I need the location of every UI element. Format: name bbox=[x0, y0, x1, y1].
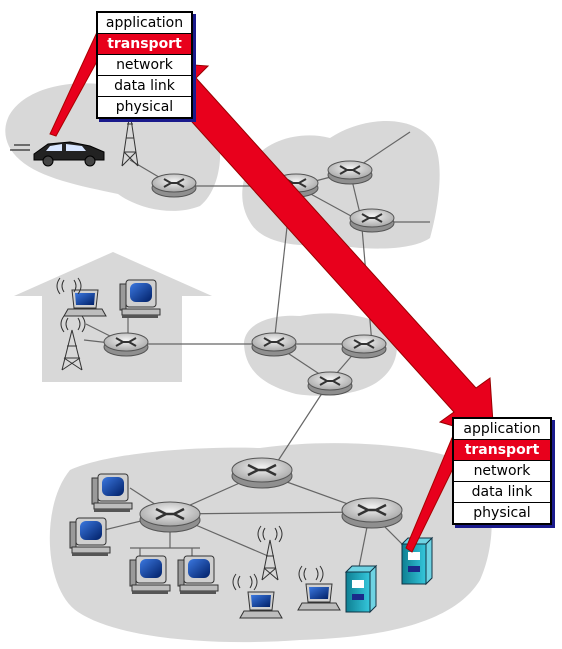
router-icon bbox=[151, 173, 197, 198]
router-icon bbox=[307, 371, 353, 396]
cell-tower-icon bbox=[257, 525, 283, 581]
protocol-stack-right: application transport network data link … bbox=[452, 417, 552, 525]
router-icon bbox=[349, 208, 395, 233]
router-icon bbox=[230, 456, 294, 490]
desktop-icon bbox=[91, 473, 133, 513]
server-icon bbox=[400, 536, 434, 586]
router-icon bbox=[138, 500, 202, 534]
layer-application: application bbox=[98, 13, 191, 34]
layer-network: network bbox=[98, 55, 191, 76]
router-icon bbox=[327, 160, 373, 185]
desktop-icon bbox=[69, 517, 111, 557]
desktop-icon bbox=[177, 555, 219, 595]
desktop-icon bbox=[129, 555, 171, 595]
layer-data-link: data link bbox=[454, 482, 550, 503]
router-icon bbox=[103, 332, 149, 357]
layer-physical: physical bbox=[473, 505, 531, 521]
router-icon bbox=[341, 334, 387, 359]
server-icon bbox=[344, 564, 378, 614]
layer-transport: transport bbox=[454, 440, 550, 461]
layer-physical: physical bbox=[115, 99, 174, 115]
protocol-stack-left: application transport network data link … bbox=[96, 11, 193, 119]
car-icon bbox=[10, 141, 105, 167]
router-icon bbox=[251, 332, 297, 357]
layer-data-link: data link bbox=[98, 76, 191, 97]
desktop-icon bbox=[119, 279, 161, 319]
layer-network: network bbox=[454, 461, 550, 482]
home-network-house bbox=[14, 252, 212, 382]
router-icon bbox=[340, 496, 404, 530]
cell-tower-icon bbox=[60, 315, 86, 371]
layer-transport: transport bbox=[98, 34, 191, 55]
layer-application: application bbox=[454, 419, 550, 440]
